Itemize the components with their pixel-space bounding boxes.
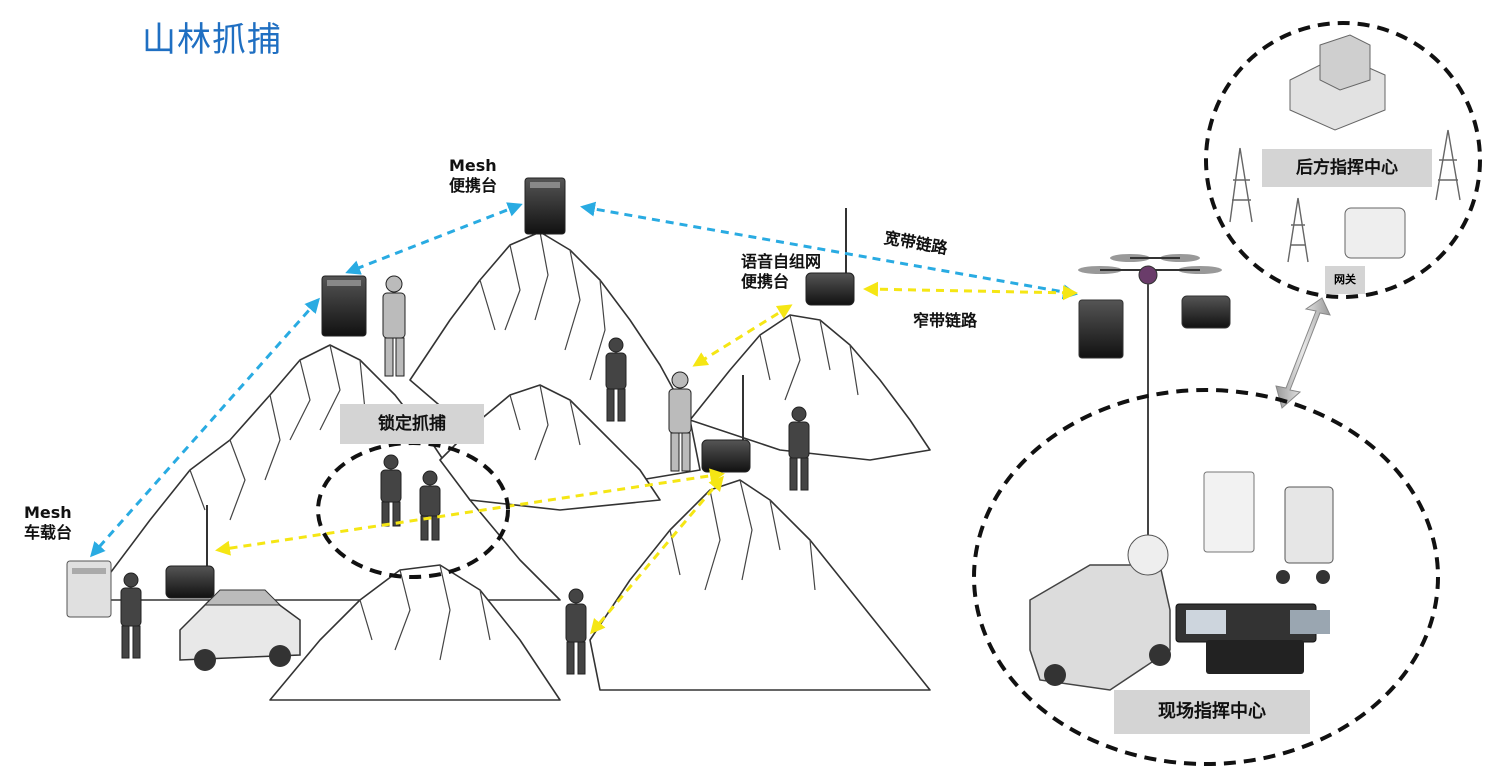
broadband-link-top-left [348, 205, 520, 272]
page-title: 山林抓捕 [142, 12, 282, 61]
portable-station-cart-icon [1276, 487, 1333, 584]
voice-adhoc-line2: 便携台 [741, 272, 821, 292]
gateway-label: 网关 [1325, 266, 1365, 294]
mesh-vehicle-label: Mesh 车载台 [24, 503, 72, 543]
mountain-front-right [590, 480, 930, 690]
link-arrow-rear-field [1276, 298, 1330, 408]
mesh-portable-top-line1: Mesh [449, 156, 497, 176]
mesh-portable-top-label: Mesh 便携台 [449, 156, 497, 196]
mountain-right [690, 315, 930, 460]
command-vehicle-icon [1030, 535, 1171, 690]
narrowband-link-label: 窄带链路 [913, 311, 977, 331]
base-station-icon [1204, 472, 1254, 552]
field-command-center-label: 现场指挥中心 [1114, 690, 1310, 734]
mesh-portable-top-line2: 便携台 [449, 176, 497, 196]
mesh-vehicle-line1: Mesh [24, 503, 72, 523]
mesh-vehicle-unit [67, 561, 111, 617]
gateway-device-icon [1345, 208, 1405, 258]
rear-command-building-icon [1290, 35, 1385, 130]
officer-bottom [566, 589, 586, 674]
rear-command-center-label: 后方指挥中心 [1262, 149, 1432, 187]
voice-adhoc-line1: 语音自组网 [741, 252, 821, 272]
hiker-left [383, 276, 405, 376]
rugged-laptop-icon [1176, 604, 1330, 674]
mesh-portable-radio-left [322, 276, 366, 336]
police-car [180, 590, 300, 671]
mesh-vehicle-line2: 车载台 [24, 523, 72, 543]
voice-adhoc-label: 语音自组网 便携台 [741, 252, 821, 292]
mesh-portable-radio-top [525, 178, 565, 234]
lock-capture-label: 锁定抓捕 [340, 404, 484, 444]
